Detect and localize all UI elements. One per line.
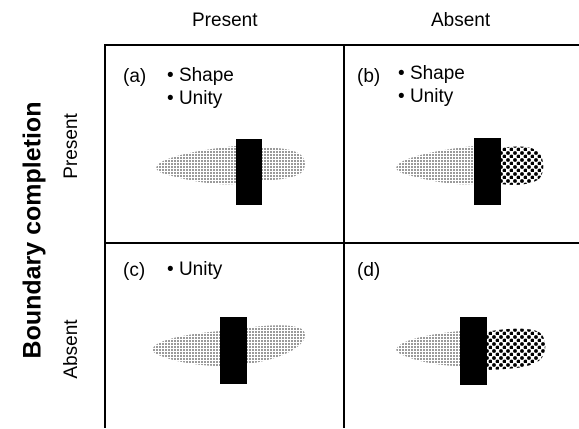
cell-b-bullets: • Shape • Unity [398,62,465,108]
cell-c-visible-part-right [247,325,305,364]
cell-c-occluder [220,317,247,384]
column-heading-absent: Absent [431,10,491,31]
cell-b-bullet-shape: • Shape [398,63,465,84]
cell-d-visible-part-right [487,328,546,370]
cell-d-figure [396,317,546,385]
cell-c-figure [152,317,305,384]
cell-a-label: (a) [123,66,147,87]
cell-c-bullets: • Unity [167,258,222,281]
cell-b-label: (b) [357,66,381,87]
cell-a-bullets: • Shape • Unity [167,64,234,110]
cell-a-bullet-unity: • Unity [167,88,223,109]
cell-d-visible-part-left [396,331,460,366]
cell-b-visible-part-right [501,146,544,185]
cell-b-bullet-unity: • Unity [398,86,454,107]
cell-c-bullet-unity: • Unity [167,259,223,280]
cell-a-occluder [236,139,262,205]
cell-a-visible-part-right [262,147,305,181]
cell-b-occluder [474,138,501,205]
cell-c-label: (c) [123,260,146,281]
cell-a-figure [156,139,305,205]
cell-d-occluder [460,317,487,385]
cell-a-bullet-shape: • Shape [167,65,234,86]
cell-d-label: (d) [357,260,381,281]
cell-b-figure [396,138,544,205]
column-heading-present: Present [192,10,258,31]
cell-a-visible-part-left [156,146,236,185]
cell-b-visible-part-left [396,146,474,185]
cell-c-visible-part-left [152,331,220,366]
